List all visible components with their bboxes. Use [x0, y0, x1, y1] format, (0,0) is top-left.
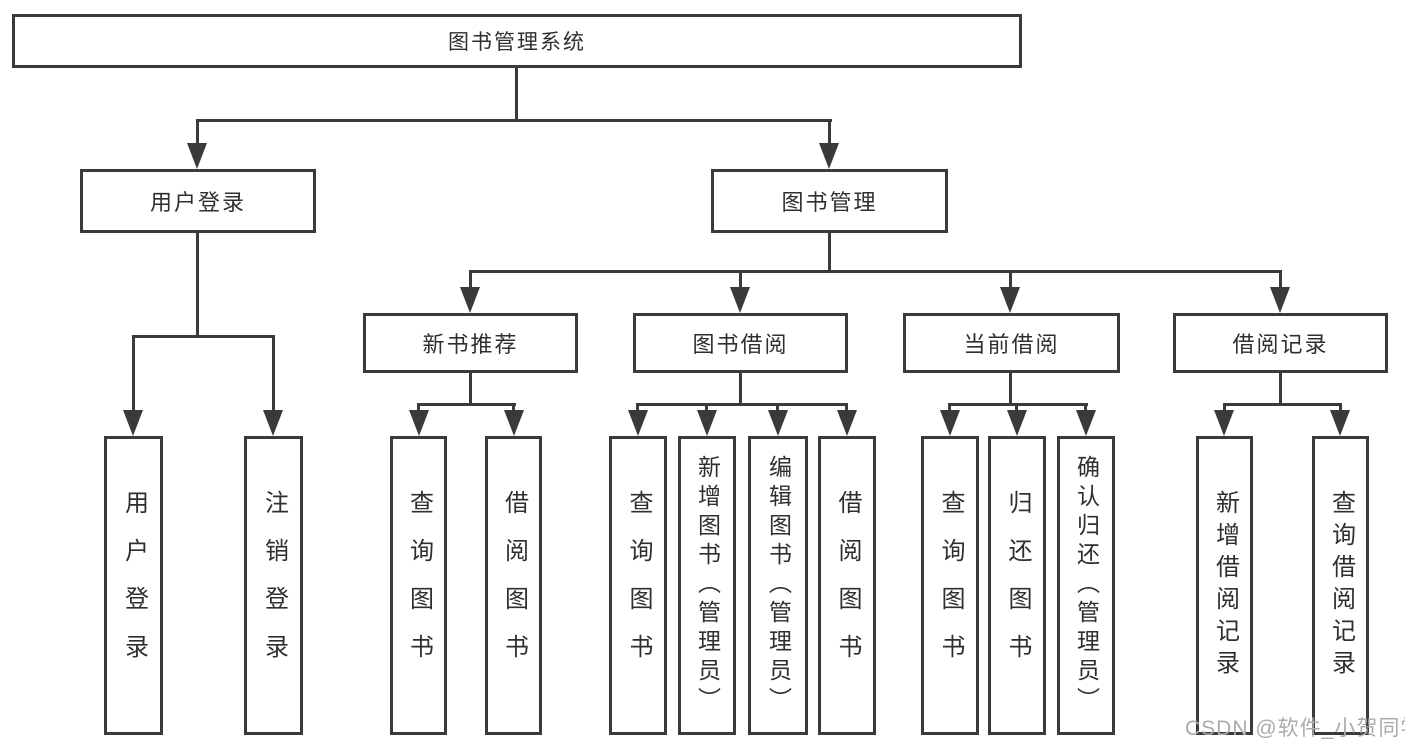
connector-line [1009, 373, 1012, 405]
connector-line [132, 335, 135, 412]
node-user-login: 用户登录 [80, 169, 316, 233]
connector-line [739, 270, 742, 288]
arrow-down-icon [187, 143, 207, 169]
leaf-borrow-books-label: 借阅图书 [834, 489, 861, 682]
arrow-down-icon [1270, 287, 1290, 313]
connector-line [1223, 403, 1226, 412]
connector-line [828, 233, 831, 272]
connector-line [1339, 403, 1342, 412]
connector-line [272, 335, 275, 412]
leaf-query-books-current-label: 查询图书 [937, 489, 964, 682]
connector-line [196, 233, 199, 337]
connector-line [948, 403, 951, 412]
connector-line [1015, 403, 1018, 412]
arrow-down-icon [1007, 410, 1027, 436]
leaf-user-login-label: 用户登录 [120, 489, 148, 682]
connector-line [637, 403, 848, 406]
arrow-down-icon [1214, 410, 1234, 436]
leaf-query-books-borrow: 查询图书 [609, 436, 667, 735]
connector-line [469, 270, 1282, 273]
connector-line [776, 403, 779, 412]
connector-line [1223, 403, 1342, 406]
node-current-borrow-label: 当前借阅 [963, 332, 1060, 357]
arrow-down-icon [1330, 410, 1350, 436]
node-borrow-records: 借阅记录 [1173, 313, 1388, 373]
arrow-down-icon [819, 143, 839, 169]
leaf-confirm-return-admin: 确认归还（管理员） [1057, 436, 1115, 735]
arrow-down-icon [940, 410, 960, 436]
connector-line [948, 403, 1088, 406]
connector-line [417, 403, 516, 406]
leaf-add-borrow-record-label: 新增借阅记录 [1211, 489, 1239, 682]
node-book-borrow: 图书借阅 [633, 313, 848, 373]
arrow-down-icon [1076, 410, 1096, 436]
arrow-down-icon [768, 410, 788, 436]
leaf-return-books-label: 归还图书 [1004, 489, 1031, 682]
leaf-edit-books-admin: 编辑图书（管理员） [748, 436, 808, 735]
node-root-label: 图书管理系统 [448, 31, 586, 54]
node-new-book-recommend: 新书推荐 [363, 313, 578, 373]
leaf-query-borrow-record-label: 查询借阅记录 [1327, 489, 1355, 682]
arrow-down-icon [1000, 287, 1020, 313]
leaf-borrow-books-recommend: 借阅图书 [485, 436, 542, 735]
connector-line [739, 373, 742, 405]
connector-line [1279, 270, 1282, 288]
connector-line [196, 119, 199, 145]
leaf-return-books: 归还图书 [988, 436, 1046, 735]
node-user-login-label: 用户登录 [149, 190, 246, 215]
arrow-down-icon [730, 287, 750, 313]
arrow-down-icon [409, 410, 429, 436]
connector-line [828, 119, 831, 145]
connector-line [469, 373, 472, 405]
arrow-down-icon [697, 410, 717, 436]
connector-line [515, 68, 518, 121]
node-new-book-recommend-label: 新书推荐 [422, 332, 519, 357]
leaf-logout: 注销登录 [244, 436, 303, 735]
leaf-query-borrow-record: 查询借阅记录 [1312, 436, 1369, 735]
leaf-edit-books-admin-label: 编辑图书（管理员） [765, 455, 792, 716]
leaf-borrow-books-recommend-label: 借阅图书 [500, 489, 528, 682]
node-book-management: 图书管理 [711, 169, 948, 233]
leaf-query-books-current: 查询图书 [921, 436, 979, 735]
leaf-add-borrow-record: 新增借阅记录 [1196, 436, 1253, 735]
connector-line [417, 403, 420, 412]
leaf-logout-label: 注销登录 [260, 489, 288, 682]
connector-line [132, 335, 275, 338]
arrow-down-icon [504, 410, 524, 436]
csdn-watermark: CSDN @软件_小贺同学 [1185, 717, 1405, 740]
connector-line [196, 119, 832, 122]
connector-line [469, 270, 472, 288]
arrow-down-icon [837, 410, 857, 436]
node-current-borrow: 当前借阅 [903, 313, 1120, 373]
connector-line [1279, 373, 1282, 405]
connector-line [1084, 403, 1087, 412]
arrow-down-icon [628, 410, 648, 436]
leaf-user-login: 用户登录 [104, 436, 163, 735]
arrow-down-icon [460, 287, 480, 313]
node-book-management-label: 图书管理 [781, 190, 878, 215]
connector-line [845, 403, 848, 412]
leaf-query-books-recommend: 查询图书 [390, 436, 447, 735]
connector-line [705, 403, 708, 412]
leaf-query-books-borrow-label: 查询图书 [625, 489, 652, 682]
connector-line [512, 403, 515, 412]
leaf-confirm-return-admin-label: 确认归还（管理员） [1073, 455, 1100, 716]
connector-line [1009, 270, 1012, 288]
leaf-query-books-recommend-label: 查询图书 [405, 489, 433, 682]
node-book-borrow-label: 图书借阅 [692, 332, 789, 357]
arrow-down-icon [123, 410, 143, 436]
arrow-down-icon [263, 410, 283, 436]
leaf-add-books-admin-label: 新增图书（管理员） [694, 455, 721, 716]
node-root: 图书管理系统 [12, 14, 1022, 68]
node-borrow-records-label: 借阅记录 [1232, 332, 1329, 357]
leaf-add-books-admin: 新增图书（管理员） [678, 436, 736, 735]
connector-line [636, 403, 639, 412]
leaf-borrow-books: 借阅图书 [818, 436, 876, 735]
